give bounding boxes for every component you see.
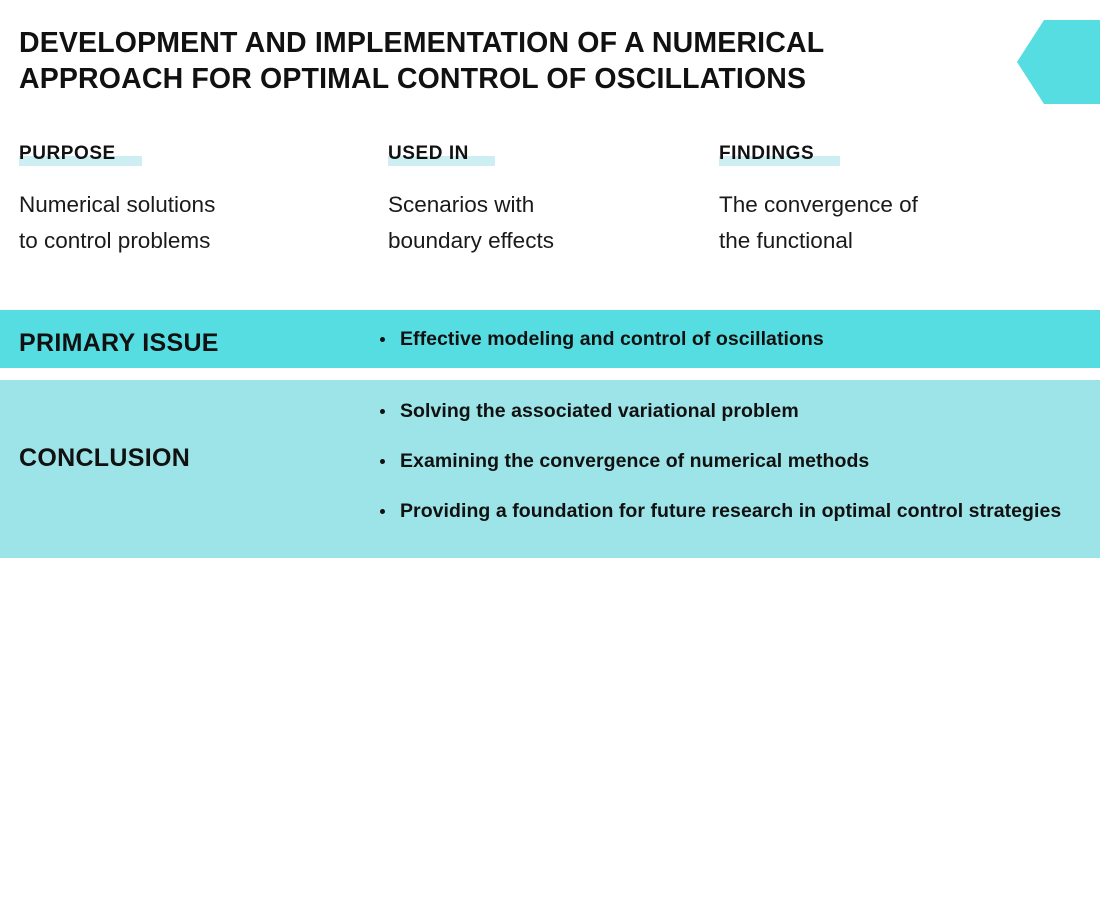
fact-body-line: Scenarios with (388, 192, 535, 217)
fact-heading-used-in: USED IN (388, 144, 495, 166)
left-pointing-hexagon-icon (1017, 20, 1100, 104)
page-title-line-1: DEVELOPMENT AND IMPLEMENTATION OF A NUME… (19, 27, 825, 59)
band-label-conclusion: CONCLUSION (19, 444, 191, 472)
page-title: DEVELOPMENT AND IMPLEMENTATION OF A NUME… (19, 25, 1009, 98)
page-title-line-2: APPROACH FOR OPTIMAL CONTROL OF OSCILLAT… (19, 63, 807, 96)
list-item-text: Solving the associated variational probl… (400, 400, 799, 422)
heading-highlight-bar (388, 156, 495, 166)
band-conclusion: CONCLUSION Solving the associated variat… (0, 380, 1100, 558)
fact-heading-findings: FINDINGS (719, 144, 841, 166)
list-item-text: Examining the convergence of numerical m… (400, 449, 870, 472)
list-item: Examining the convergence of numerical m… (378, 450, 1080, 474)
fact-column-findings: FINDINGS The convergence of the function… (719, 144, 1079, 260)
bullet-dot-icon (380, 508, 385, 514)
band-bullet-list-primary-issue: Effective modeling and control of oscill… (378, 328, 1080, 352)
heading-highlight-bar (719, 156, 841, 166)
fact-body-line: boundary effects (388, 228, 554, 254)
bullet-dot-icon (380, 337, 385, 342)
bullet-dot-icon (380, 409, 385, 414)
list-item: Providing a foundation for future resear… (378, 500, 1080, 524)
list-item-text: Providing a foundation for future resear… (400, 499, 1062, 522)
bullet-dot-icon (380, 458, 385, 464)
facts-row: PURPOSE Numerical solutions to control p… (0, 144, 1100, 284)
fact-column-used-in: USED IN Scenarios with boundary effects (388, 144, 708, 260)
band-bullet-list-conclusion: Solving the associated variational probl… (378, 400, 1080, 523)
fact-body-used-in: Scenarios with boundary effects (388, 187, 708, 260)
title-section: DEVELOPMENT AND IMPLEMENTATION OF A NUME… (0, 0, 1100, 122)
fact-body-line: to control problems (19, 228, 211, 254)
fact-body-line: Numerical solutions (19, 192, 216, 217)
list-item: Effective modeling and control of oscill… (378, 328, 1080, 352)
fact-body-line: the functional (719, 228, 853, 254)
band-label-primary-issue: PRIMARY ISSUE (19, 329, 219, 357)
heading-highlight-bar (19, 156, 142, 166)
fact-body-line: The convergence of (719, 192, 918, 217)
list-item: Solving the associated variational probl… (378, 400, 1080, 424)
band-primary-issue: PRIMARY ISSUE Effective modeling and con… (0, 310, 1100, 368)
fact-heading-purpose: PURPOSE (19, 144, 142, 166)
list-item-text: Effective modeling and control of oscill… (400, 328, 824, 350)
fact-column-purpose: PURPOSE Numerical solutions to control p… (19, 144, 369, 260)
fact-body-purpose: Numerical solutions to control problems (19, 187, 369, 260)
fact-body-findings: The convergence of the functional (719, 187, 1079, 260)
